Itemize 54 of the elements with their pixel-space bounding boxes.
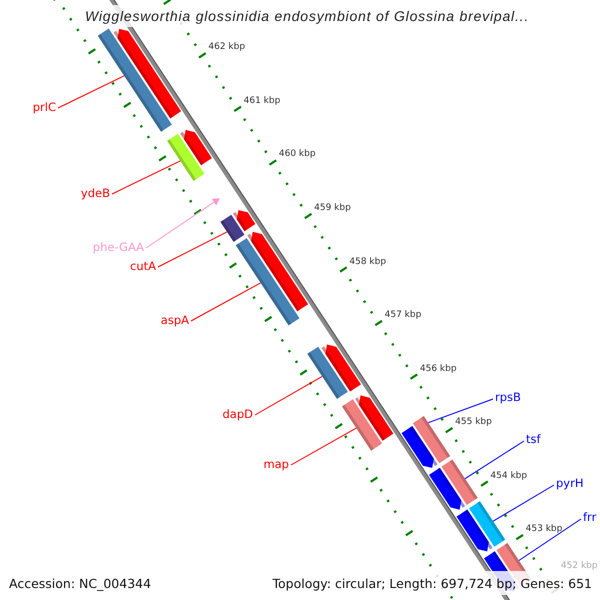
gene-segment <box>114 28 182 118</box>
position-label: 462 kbp <box>208 42 246 54</box>
gene-label: cutA <box>130 259 156 273</box>
gene-bar <box>167 134 204 181</box>
gene-label: pyrH <box>556 476 584 490</box>
gene-label: aspA <box>160 313 189 327</box>
gene-label: tsf <box>526 432 541 446</box>
leader-line <box>112 160 181 194</box>
leader-line <box>190 282 262 322</box>
gene-bar <box>236 238 300 326</box>
gene-label: rpsB <box>495 390 521 404</box>
gene-segment <box>247 232 308 312</box>
gene-label: map <box>263 457 289 471</box>
gene-bar <box>307 346 348 399</box>
triangle-marker <box>212 198 220 206</box>
leader-line <box>428 398 494 424</box>
leader-line <box>254 376 323 416</box>
gene-bar <box>98 28 172 132</box>
gene-segment <box>402 426 438 468</box>
gene-segment <box>322 344 361 392</box>
position-label: 458 kbp <box>349 256 386 268</box>
position-label: 455 kbp <box>455 417 492 428</box>
leader-line <box>58 75 125 108</box>
gene-bar <box>469 501 506 547</box>
leader-line <box>290 428 357 466</box>
gene-segment <box>355 395 394 441</box>
position-label: 452 kbp <box>560 561 598 572</box>
gene-segment <box>233 210 256 232</box>
gene-bar <box>442 460 478 505</box>
position-label: 453 kbp <box>526 524 562 536</box>
leader-line <box>464 440 524 480</box>
gene-label: phe-GAA <box>92 240 144 254</box>
gene-segment <box>180 130 212 166</box>
gene-bar <box>412 416 450 464</box>
gene-bar <box>342 399 382 451</box>
gene-label: frr <box>583 510 596 524</box>
leader-line <box>492 484 554 522</box>
info-text: Topology: circular; Length: 697,724 bp; Genes: 651 <box>272 576 592 590</box>
gene-bar <box>220 214 244 242</box>
position-label: 456 kbp <box>420 364 457 375</box>
leader-line <box>518 518 582 561</box>
gene-segment <box>429 468 466 510</box>
gene-label: dapD <box>222 407 253 421</box>
info-text: Accession: NC_004344 <box>9 576 152 590</box>
gene-label: ydeB <box>80 186 110 200</box>
position-label: 454 kbp <box>490 470 528 482</box>
leader-line <box>158 231 228 268</box>
position-label: 459 kbp <box>314 202 351 214</box>
position-label: 457 kbp <box>384 310 422 322</box>
position-label: 460 kbp <box>278 149 316 160</box>
gene-label: prlC <box>32 100 56 114</box>
leader-line <box>146 202 214 248</box>
position-label: 461 kbp <box>244 96 280 107</box>
gene-segment <box>456 510 493 552</box>
